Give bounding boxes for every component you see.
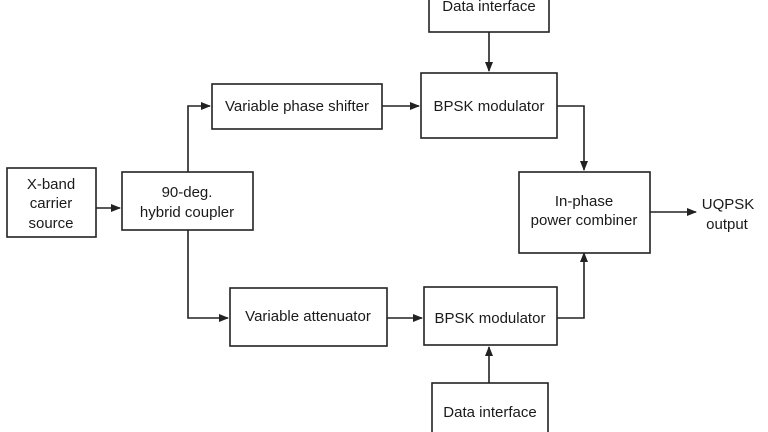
wire-coupler-to-phase-shifter (187, 102, 211, 172)
bpsk-bottom-label: BPSK modulator (435, 310, 546, 327)
power-combiner-block: In-phase power combiner (518, 171, 651, 254)
connections (96, 32, 697, 383)
hybrid-coupler-block: 90-deg. hybrid coupler (121, 171, 254, 231)
bpsk-top-label: BPSK modulator (434, 98, 545, 115)
output-label-1: UQPSK (702, 196, 755, 213)
phase-shifter-label: Variable phase shifter (225, 98, 369, 115)
power-combiner-label-2: power combiner (531, 212, 638, 229)
data-interface-bottom-label: Data interface (443, 404, 536, 421)
hybrid-coupler-label-1: 90-deg. (162, 184, 213, 201)
wire-bpsk-top-to-combiner (557, 105, 588, 171)
data-interface-top-block: Data interface (428, 0, 550, 33)
bpsk-bottom-block: BPSK modulator (423, 286, 558, 346)
data-interface-bottom-block: Data interface (431, 382, 549, 432)
power-combiner-label-1: In-phase (555, 193, 613, 210)
wire-bpsk-bottom-to-combiner (557, 252, 588, 319)
data-interface-top-label: Data interface (442, 0, 535, 15)
phase-shifter-block: Variable phase shifter (211, 83, 383, 130)
wire-coupler-to-attenuator (187, 230, 229, 322)
attenuator-label: Variable attenuator (245, 308, 371, 325)
uqpsk-output-label: UQPSK output (702, 196, 755, 233)
carrier-source-block: X-band carrier source (6, 167, 97, 238)
attenuator-block: Variable attenuator (229, 287, 388, 347)
output-label-2: output (706, 216, 749, 233)
carrier-source-label-2: carrier (30, 195, 73, 212)
carrier-source-label-1: X-band (27, 176, 75, 193)
bpsk-top-block: BPSK modulator (420, 72, 558, 139)
carrier-source-label-3: source (28, 215, 73, 232)
hybrid-coupler-label-2: hybrid coupler (140, 204, 234, 221)
